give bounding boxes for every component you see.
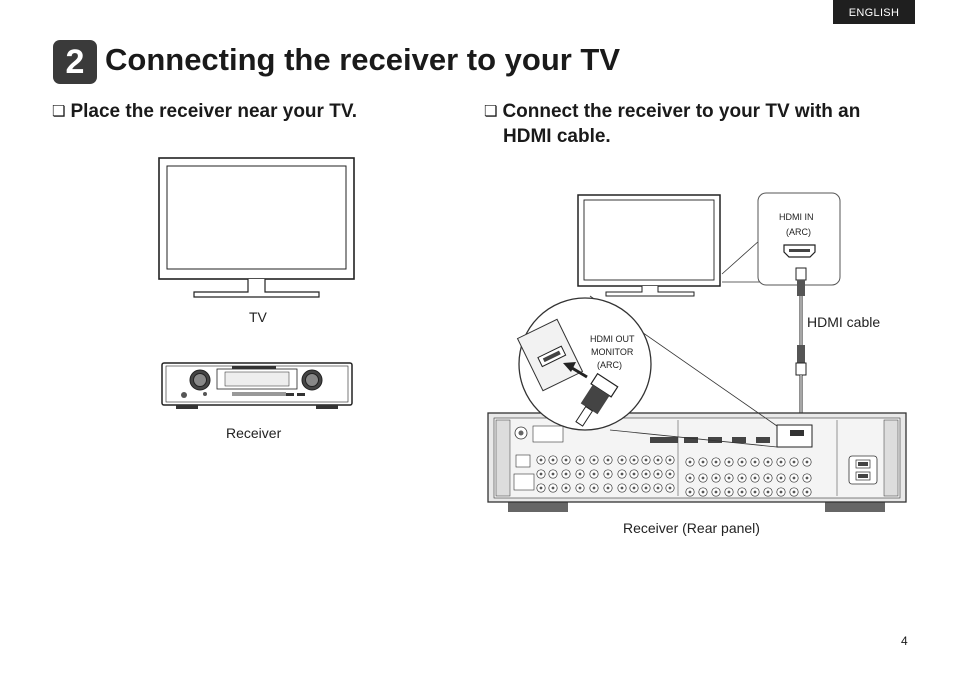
receiver-rear-panel (487, 412, 907, 512)
checkbox-bullet-icon: ❏ (52, 103, 66, 120)
receiver-caption: Receiver (226, 425, 282, 441)
hdmi-input-port-icon (756, 437, 770, 443)
hdmi-cable (795, 267, 807, 430)
right-heading: ❏Connect the receiver to your TV with an… (484, 99, 924, 149)
step-number-badge: 2 (53, 40, 97, 84)
hdmi-in-callout (757, 192, 841, 286)
tv-illustration (158, 157, 355, 298)
callout-lines-tv (721, 239, 761, 283)
hdmi-input-port-icon (650, 437, 664, 443)
hdmi-out-magnifier (516, 295, 778, 448)
page-title: Connecting the receiver to your TV (105, 42, 621, 77)
hdmi-out-label: HDMI OUT (590, 334, 635, 344)
hdmi-port-icon (783, 244, 816, 258)
hdmi-input-port-icon (684, 437, 698, 443)
hdmi-plug-icon (575, 372, 619, 427)
tv-illustration-right (577, 194, 721, 297)
left-heading: ❏Place the receiver near your TV. (52, 99, 357, 124)
insert-arrow-icon (563, 362, 588, 379)
hdmi-in-arc-label: (ARC) (786, 227, 811, 237)
right-heading-line1: Connect the receiver to your TV with an (502, 101, 861, 122)
hdmi-out-arc-label: (ARC) (597, 360, 622, 370)
hdmi-input-port-icon (732, 437, 746, 443)
language-tab: ENGLISH (833, 0, 915, 24)
page-number: 4 (901, 634, 908, 648)
left-heading-text: Place the receiver near your TV. (70, 101, 358, 122)
rear-panel-caption: Receiver (Rear panel) (623, 520, 760, 536)
hdmi-input-port-icon (664, 437, 678, 443)
hdmi-in-label: HDMI IN (779, 212, 814, 222)
tv-caption: TV (249, 309, 267, 325)
hdmi-input-port-icon (708, 437, 722, 443)
hdmi-cable-caption: HDMI cable (807, 314, 881, 330)
receiver-front-illustration (161, 362, 353, 409)
right-heading-line2: HDMI cable. (503, 126, 611, 147)
checkbox-bullet-icon: ❏ (484, 103, 498, 120)
hdmi-out-monitor-label: MONITOR (591, 347, 634, 357)
